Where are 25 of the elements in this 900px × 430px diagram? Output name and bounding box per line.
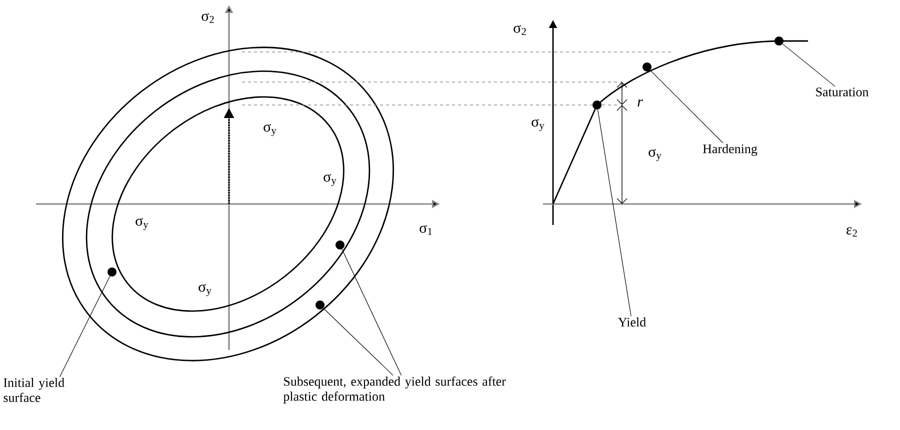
callout-text: Hardening [702, 144, 758, 156]
point-marker [316, 300, 324, 310]
leader-line [342, 248, 402, 376]
point-marker [642, 62, 652, 72]
leader-line [60, 276, 110, 378]
axis-label: σ$_{2}$ [202, 13, 214, 23]
axis-label: σ$_{1}$ [420, 225, 432, 235]
leader-line [782, 44, 836, 87]
leader-line [650, 70, 724, 144]
axis-label: σ$_{y}$ [648, 148, 662, 162]
axis-label: ε$_{2}$ [846, 227, 857, 237]
callout-text: Yield [618, 317, 646, 327]
point-marker [774, 36, 784, 46]
point-marker [108, 268, 116, 276]
leader-line [323, 308, 394, 376]
axis-label: σ$_{y}$ [264, 124, 276, 136]
callout-text: Subsequent, expanded yield surfaces after plastic deformation [283, 376, 506, 404]
axis-label: r [638, 99, 643, 107]
point-marker [592, 100, 602, 110]
point-marker [336, 240, 344, 250]
callout-text: Saturation [816, 88, 869, 96]
leader-line [597, 109, 632, 317]
axis-label: σ$_{2}$ [514, 25, 526, 35]
axis-label: σ$_{y}$ [198, 284, 212, 296]
callout-text: Initial yield surface [4, 378, 64, 402]
